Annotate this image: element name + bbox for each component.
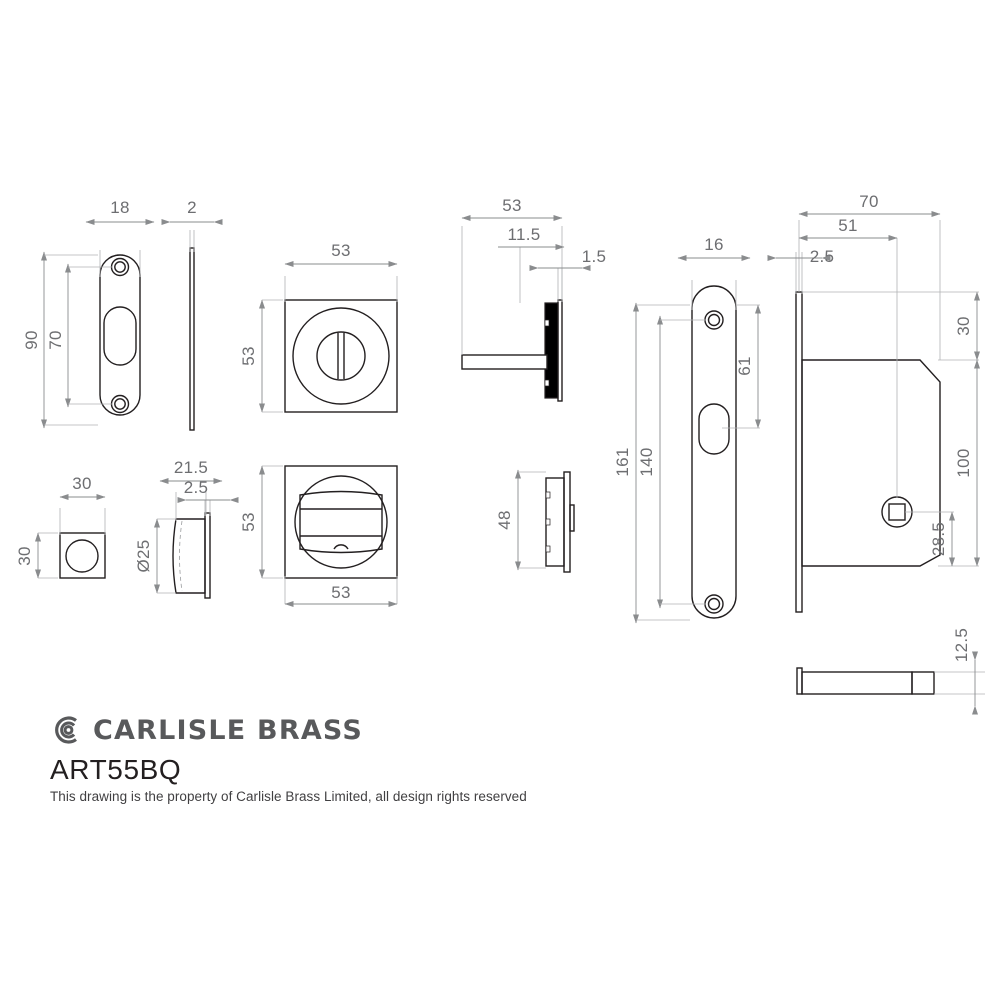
- cylinder-body: [172, 518, 206, 594]
- square-rose-outline: [284, 299, 398, 413]
- dim-18: 18: [110, 198, 130, 217]
- dim-30-case: 30: [954, 316, 973, 336]
- follower-square-hole: [888, 503, 906, 521]
- small-square-bore: [65, 539, 99, 573]
- dim-1-5: 1.5: [582, 247, 607, 266]
- rose-outer-circle: [292, 307, 390, 405]
- dim-53-turn-height: 53: [239, 512, 258, 532]
- dim-100: 100: [954, 448, 973, 477]
- lock-screw-hole-bottom-inner: [707, 597, 721, 611]
- dim-61: 61: [735, 356, 754, 376]
- bar-head: [796, 667, 803, 695]
- lock-faceplate-outline: [691, 285, 737, 619]
- lock-screw-hole-bottom: [704, 594, 724, 614]
- thumbturn-circle: [294, 475, 388, 569]
- latch-slot: [103, 306, 137, 366]
- dim-70: 70: [46, 330, 65, 350]
- clip-top: [544, 319, 550, 327]
- lock-screw-hole-top-inner: [707, 313, 721, 327]
- dim-53-rose-height: 53: [239, 346, 258, 366]
- view-small-square: 30 30: [15, 474, 106, 579]
- dim-16: 16: [704, 235, 724, 254]
- dim-161: 161: [613, 447, 632, 476]
- lock-hook-slot: [698, 403, 730, 455]
- dim-2: 2: [187, 198, 197, 217]
- bar-tip: [911, 671, 935, 695]
- rose-side-clip-top: [545, 491, 551, 499]
- view-lock-faceplate: 16 161 140 61: [613, 235, 761, 624]
- view-faceplate-side: 2: [161, 198, 223, 431]
- rose-section-plate: [557, 299, 563, 402]
- brand-row: CARLISLE BRASS: [50, 712, 670, 748]
- faceplate-side-profile: [189, 247, 195, 431]
- small-square-outline: [59, 532, 106, 579]
- view-square-rose: 53 53: [239, 241, 398, 413]
- thumbturn-nub: [333, 544, 349, 550]
- title-block: CARLISLE BRASS ART55BQ This drawing is t…: [50, 712, 670, 804]
- view-rose-side: 48: [495, 469, 575, 573]
- lock-case-body: [801, 359, 941, 567]
- view-edge-faceplate: 18 90 70: [22, 198, 155, 429]
- rose-inner-circle: [316, 331, 366, 381]
- dim-53-rose-width: 53: [331, 241, 351, 260]
- view-rose-section: 53 11.5 1.5: [461, 196, 607, 402]
- rights-note: This drawing is the property of Carlisle…: [50, 789, 527, 805]
- dim-30-height: 30: [15, 546, 34, 566]
- dim-30-width: 30: [72, 474, 92, 493]
- dim-90: 90: [22, 330, 41, 350]
- screw-hole-top-inner: [114, 261, 126, 273]
- dim-12-5: 12.5: [952, 628, 971, 662]
- rose-side-lug: [569, 504, 575, 532]
- rose-side-plate: [563, 471, 571, 573]
- thumbturn-body: [299, 490, 383, 554]
- lock-screw-hole-top: [704, 310, 724, 330]
- dim-48: 48: [495, 510, 514, 530]
- spindle-bar: [461, 354, 548, 370]
- dim-53-section: 53: [502, 196, 522, 215]
- dim-28-5: 28.5: [929, 522, 948, 556]
- cylinder-flange: [204, 512, 211, 599]
- clip-bottom: [544, 379, 550, 387]
- view-lock-case: 70 51 2.5 30 100 28.5: [767, 192, 980, 613]
- faceplate-outline: [99, 254, 141, 416]
- rose-side-clip-mid: [545, 518, 551, 526]
- brand-name: CARLISLE BRASS: [93, 714, 363, 746]
- dim-2-5-case: 2.5: [810, 247, 835, 266]
- dim-21-5: 21.5: [174, 458, 208, 477]
- screw-hole-bottom-inner: [114, 398, 126, 410]
- dim-53-turn-width: 53: [331, 583, 351, 602]
- dim-51: 51: [838, 216, 858, 235]
- view-follower-bar: 12.5: [796, 628, 985, 715]
- view-thumbturn-rose: 53 53: [239, 465, 398, 607]
- thumbturn-rose-outline: [284, 465, 398, 579]
- cylinder-hidden-edge: [179, 520, 183, 592]
- dim-11-5: 11.5: [507, 225, 540, 244]
- rose-side-clip-bottom: [545, 545, 551, 553]
- carlisle-brass-logo-icon: [55, 716, 77, 744]
- screw-hole-bottom: [110, 394, 130, 414]
- dim-diameter-25: Ø25: [134, 539, 153, 572]
- view-cylinder: 21.5 2.5 Ø25: [134, 458, 239, 599]
- bar-shaft: [801, 671, 913, 695]
- screw-hole-top: [110, 257, 130, 277]
- part-code: ART55BQ: [50, 754, 182, 785]
- lock-case-forend: [795, 291, 803, 613]
- dim-140: 140: [637, 447, 656, 476]
- dim-2-5-cylinder: 2.5: [184, 478, 209, 497]
- dim-70-case: 70: [859, 192, 879, 211]
